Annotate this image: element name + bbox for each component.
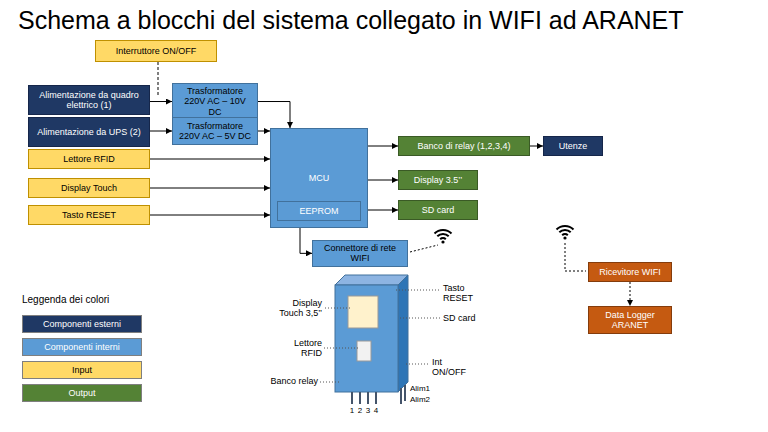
block-label: Display 3.5’’ xyxy=(414,175,462,185)
wifi-link xyxy=(410,245,438,252)
switch-link xyxy=(158,62,159,96)
legend-text: Componenti interni xyxy=(44,342,120,352)
block-label: Alimentazione da UPS (2) xyxy=(37,127,141,137)
legend-text: Componenti esterni xyxy=(43,319,121,329)
block-label: Trasformatore 220V AC – 10V DC xyxy=(177,86,253,117)
connector-arrow xyxy=(258,102,290,128)
block-box: Alimentazione da UPS (2) xyxy=(28,117,150,147)
wifi-symbol xyxy=(557,226,574,235)
relay-pins xyxy=(352,392,376,404)
connector-arrow xyxy=(368,146,398,147)
part-label: Alim1 xyxy=(410,384,450,393)
connector-arrow xyxy=(150,159,270,160)
power-pins xyxy=(401,385,405,404)
block-box: MCU EEPROM xyxy=(270,128,368,228)
part-label: Display Touch 3,5’’ xyxy=(270,298,322,319)
legend-heading: Leggenda dei colori xyxy=(22,294,162,306)
connector-arrow xyxy=(150,215,270,216)
pin-number: 4 xyxy=(372,406,380,415)
block-label: Utenze xyxy=(559,141,588,151)
block-box: Display Touch xyxy=(28,178,150,198)
connector-arrow xyxy=(300,228,312,253)
block-label: Display Touch xyxy=(61,183,117,193)
rfid-reader xyxy=(357,341,371,361)
leader-lines xyxy=(320,290,440,382)
connector-arrow xyxy=(630,282,631,306)
connector-arrow xyxy=(368,210,398,211)
wifi-dot xyxy=(441,240,444,243)
device-housing xyxy=(335,275,408,392)
block-box: Trasformatore 220V AC – 10V DC xyxy=(172,83,258,120)
connector-arrow xyxy=(530,146,543,147)
pin-number: 3 xyxy=(364,406,372,415)
block-box: Alimentazione da quadro elettrico (1) xyxy=(28,85,150,115)
wifi-link xyxy=(565,243,586,271)
block-box: Data Logger ARANET xyxy=(588,306,672,334)
wifi-dot xyxy=(563,236,566,239)
wifi-symbol xyxy=(435,230,452,239)
legend-text: Input xyxy=(72,365,92,375)
part-label: SD card xyxy=(443,313,493,323)
part-label: Tasto RESET xyxy=(443,283,479,304)
block-box: Connettore di rete WIFI xyxy=(312,240,408,267)
part-label: Banco relay xyxy=(254,376,318,386)
block-box: Trasformatore 220V AC – 5V DC xyxy=(172,117,258,145)
block-box: Tasto RESET xyxy=(28,205,150,225)
connector-arrow xyxy=(368,180,398,181)
block-label: Interruttore ON/OFF xyxy=(116,46,197,56)
block-label: Ricevitore WIFI xyxy=(599,267,661,277)
diagram-title: Schema a blocchi del sistema collegato i… xyxy=(18,6,684,35)
connector-arrow xyxy=(150,101,172,102)
legend-swatch: Componenti interni xyxy=(22,338,142,356)
block-label: Banco di relay (1,2,3,4) xyxy=(417,141,510,151)
block-box: Ricevitore WIFI xyxy=(588,262,672,282)
block-label: SD card xyxy=(422,205,455,215)
block-label: Connettore di rete WIFI xyxy=(317,243,403,264)
block-label: Tasto RESET xyxy=(62,210,116,220)
block-label: Lettore RFID xyxy=(63,154,115,164)
block-box: SD card xyxy=(398,200,478,220)
display-screen xyxy=(348,296,378,328)
connector-arrow xyxy=(258,131,270,132)
connector-layer xyxy=(150,102,630,306)
pin-number: 2 xyxy=(356,406,364,415)
block-box: Lettore RFID xyxy=(28,149,150,169)
block-label: EEPROM xyxy=(299,206,338,216)
block-box: Display 3.5’’ xyxy=(398,170,478,190)
block-box: Banco di relay (1,2,3,4) xyxy=(398,136,530,156)
part-label: Lettore RFID xyxy=(286,338,322,359)
block-box: Utenze xyxy=(543,136,603,156)
block-box: Interruttore ON/OFF xyxy=(95,40,217,62)
legend-swatch: Input xyxy=(22,361,142,379)
block-label: Trasformatore 220V AC – 5V DC xyxy=(177,121,253,142)
legend-swatch: Componenti esterni xyxy=(22,315,142,333)
connector-arrow xyxy=(150,188,270,189)
memory-box: EEPROM xyxy=(277,201,361,221)
block-label: Data Logger ARANET xyxy=(593,310,667,331)
pin-number: 1 xyxy=(348,406,356,415)
part-label: Alim2 xyxy=(410,395,450,404)
block-label: MCU xyxy=(309,173,330,183)
connector-arrow xyxy=(150,131,172,132)
legend-swatch: Output xyxy=(22,384,142,402)
block-label: Alimentazione da quadro elettrico (1) xyxy=(33,90,145,111)
legend-text: Output xyxy=(68,388,95,398)
part-label: Int ON/OFF xyxy=(432,357,472,378)
